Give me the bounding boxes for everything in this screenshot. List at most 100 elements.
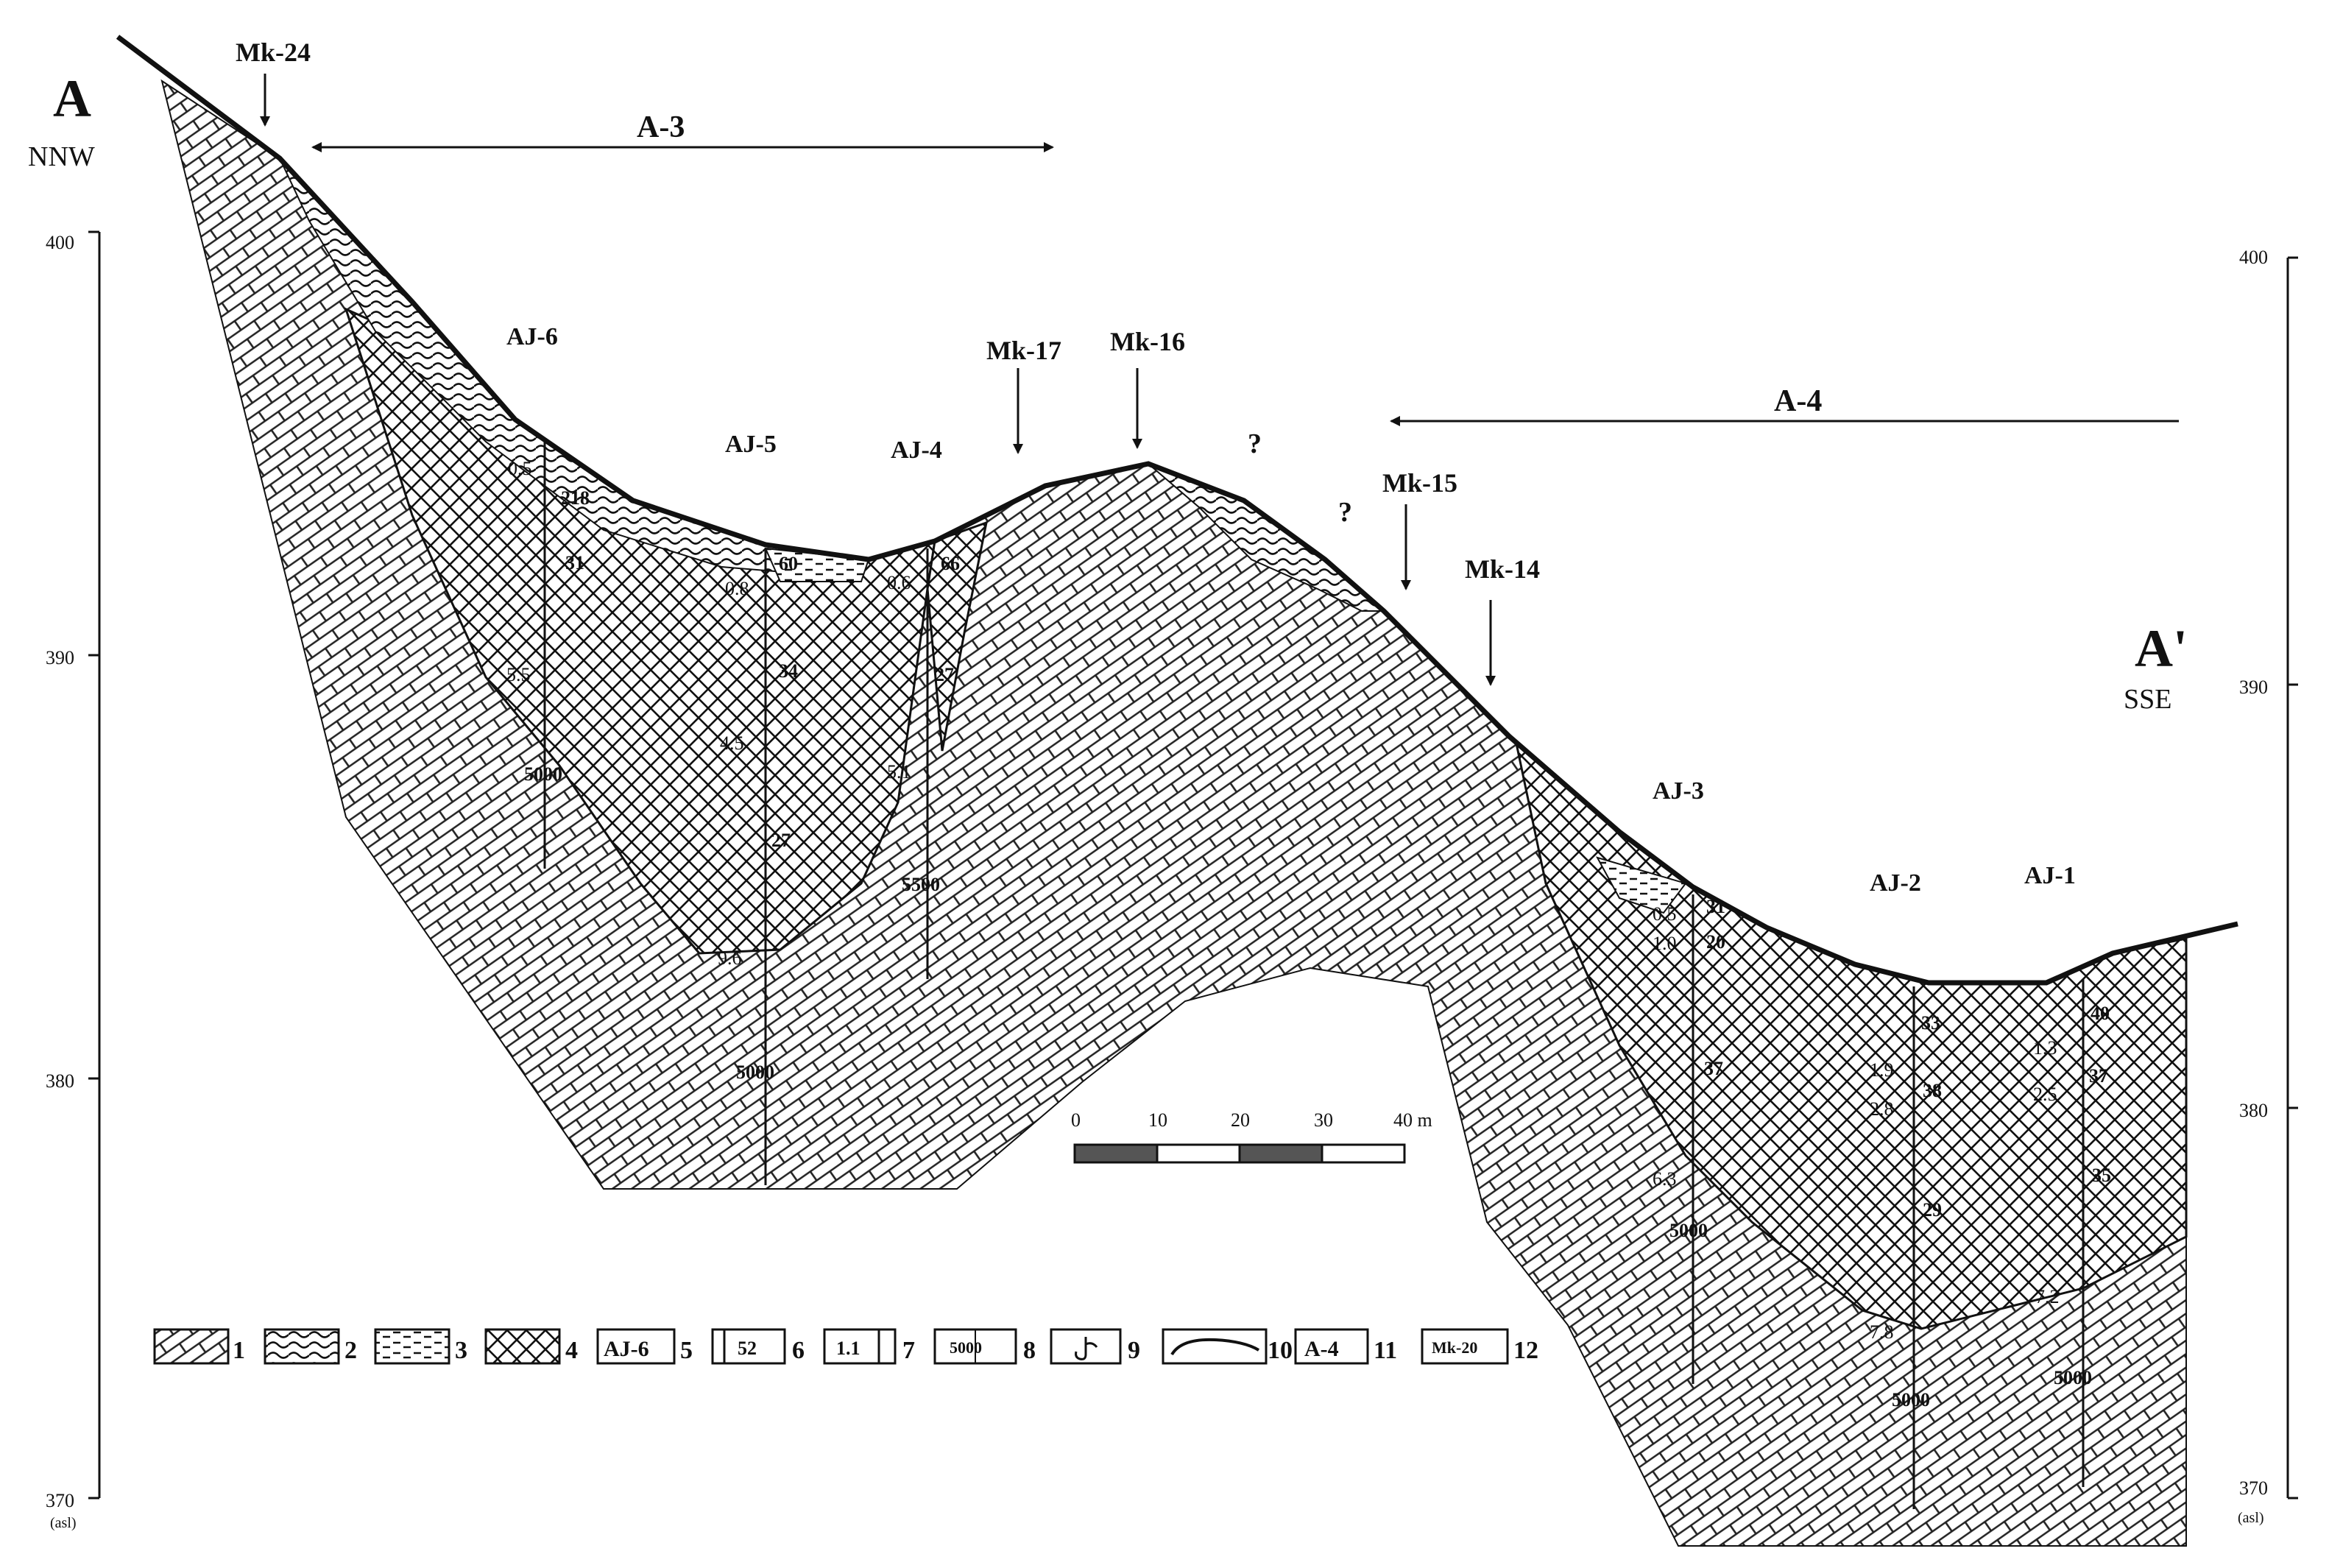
legend-number: 12: [1513, 1337, 1538, 1364]
depth-value: 0.5: [1653, 903, 1677, 925]
question-mark-1: ?: [1248, 428, 1262, 459]
depth-value: 7.8: [1870, 1321, 1894, 1343]
right-tick-400: 400: [2239, 247, 2268, 268]
legend-number: 7: [902, 1337, 915, 1364]
depth-value: 1.9: [1870, 1059, 1894, 1081]
legend-symbol-text: 1.1: [836, 1338, 860, 1359]
section-start-label: A: [53, 69, 91, 128]
resistivity-value: 27: [935, 664, 954, 685]
bottom-value: 5000: [1669, 1220, 1708, 1241]
resistivity-value: 31: [1706, 896, 1725, 917]
marker-mk24: Mk-24: [236, 38, 311, 67]
bottom-value: 5000: [736, 1062, 774, 1083]
depth-value: 0.8: [725, 578, 749, 599]
depth-value: 6.3: [1653, 1168, 1677, 1190]
marker-mk17: Mk-17: [986, 336, 1061, 365]
legend-swatch-dashed: [374, 1328, 450, 1365]
legend-symbol-text: A-4: [1304, 1337, 1339, 1361]
legend-number: 6: [792, 1337, 805, 1364]
borehole-aj3: AJ-3: [1653, 777, 1704, 805]
legend-symbol-text: 5000: [950, 1338, 982, 1357]
right-tick-380: 380: [2239, 1100, 2268, 1121]
legend-symbol-text: Mk-20: [1432, 1338, 1477, 1357]
resistivity-value: 27: [771, 830, 791, 851]
borehole-aj6: AJ-6: [506, 323, 558, 350]
legend-number: 4: [565, 1337, 578, 1364]
cover-dashed-aj3: [1595, 856, 1687, 914]
resistivity-value: 20: [1706, 931, 1725, 953]
scale-tick: 0: [1071, 1109, 1081, 1131]
resistivity-value: 37: [1704, 1058, 1723, 1079]
depth-value: 0.6: [887, 572, 911, 593]
borehole-aj4: AJ-4: [891, 437, 942, 464]
question-mark-2: ?: [1338, 497, 1352, 528]
right-elevation-axis: [2286, 256, 2298, 1500]
legend: 1 2 3 4 AJ-6 5 52 6 1.1 7 5000 8 9 10 A-…: [153, 1328, 1538, 1365]
legend-number: 2: [344, 1337, 357, 1364]
infill-aj4: [926, 520, 988, 752]
legend-number: 9: [1128, 1337, 1140, 1364]
legend-swatch-crosshatch: [484, 1328, 561, 1365]
legend-symbol-text: 52: [738, 1338, 757, 1359]
section-end-direction: SSE: [2124, 684, 2171, 715]
section-end-label: A': [2135, 619, 2188, 678]
legend-number: 10: [1268, 1337, 1293, 1364]
resistivity-value: 35: [2092, 1165, 2111, 1186]
right-tick-370: 370: [2239, 1477, 2268, 1499]
depth-value: 2.5: [2033, 1084, 2057, 1105]
scale-tick: 20: [1231, 1109, 1250, 1131]
scale-tick: 10: [1148, 1109, 1167, 1131]
left-tick-370: 370: [46, 1490, 74, 1511]
right-tick-390: 390: [2239, 677, 2268, 698]
legend-number: 5: [680, 1337, 693, 1364]
legend-symbol-text: AJ-6: [604, 1337, 649, 1361]
marker-mk16: Mk-16: [1110, 327, 1185, 356]
depth-value: 1.0: [1653, 933, 1677, 954]
depth-value: 2.8: [1870, 1098, 1894, 1120]
bottom-value: 5000: [1892, 1389, 1930, 1410]
borehole-aj2: AJ-2: [1870, 869, 1921, 897]
legend-number: 1: [233, 1337, 245, 1364]
depth-value: 9.6: [718, 947, 742, 969]
bottom-value: 5500: [902, 874, 940, 895]
scale-tick: 30: [1314, 1109, 1333, 1131]
bottom-value: 5000: [524, 763, 562, 785]
left-elevation-axis: [88, 230, 101, 1500]
resistivity-value: 34: [779, 660, 798, 682]
marker-mk14: Mk-14: [1465, 554, 1540, 584]
depth-value: 5.1: [887, 761, 911, 783]
range-label-a3: A-3: [637, 110, 685, 144]
borehole-aj5: AJ-5: [725, 431, 777, 458]
resistivity-value: 218: [561, 487, 590, 509]
depth-value: 0.5: [508, 458, 532, 479]
resistivity-value: 38: [1923, 1080, 1942, 1101]
resistivity-value: 31: [565, 552, 584, 573]
legend-number: 11: [1374, 1337, 1397, 1364]
marker-mk15: Mk-15: [1382, 468, 1457, 498]
hook-icon: [1075, 1337, 1098, 1360]
bottom-value: 5000: [2054, 1367, 2092, 1388]
resistivity-value: 66: [941, 553, 960, 574]
legend-swatch-limestone: [153, 1328, 230, 1365]
legend-number: 3: [455, 1337, 467, 1364]
scale-bar: 0 10 20 30 40 m: [1071, 1109, 1432, 1164]
depth-value: 1.3: [2033, 1037, 2057, 1059]
left-axis-unit: (asl): [50, 1515, 77, 1531]
resistivity-value: 37: [2089, 1065, 2108, 1087]
borehole-aj1: AJ-1: [2024, 862, 2076, 889]
left-tick-380: 380: [46, 1070, 74, 1092]
ground-surface: [116, 35, 2238, 986]
borehole-lines: [543, 442, 2085, 1509]
resistivity-value: 40: [2091, 1003, 2110, 1024]
right-axis-unit: (asl): [2238, 1510, 2264, 1526]
range-label-a4: A-4: [1774, 384, 1822, 418]
depth-value: 4.5: [720, 732, 744, 754]
scale-tick: 40 m: [1393, 1109, 1432, 1131]
depth-value: 7.2: [2035, 1286, 2060, 1307]
curve-line-icon: [1170, 1338, 1260, 1356]
resistivity-value: 29: [1923, 1199, 1942, 1221]
legend-swatch-wavy: [264, 1328, 340, 1365]
section-start-direction: NNW: [28, 141, 95, 172]
resistivity-value: 33: [1921, 1012, 1940, 1034]
